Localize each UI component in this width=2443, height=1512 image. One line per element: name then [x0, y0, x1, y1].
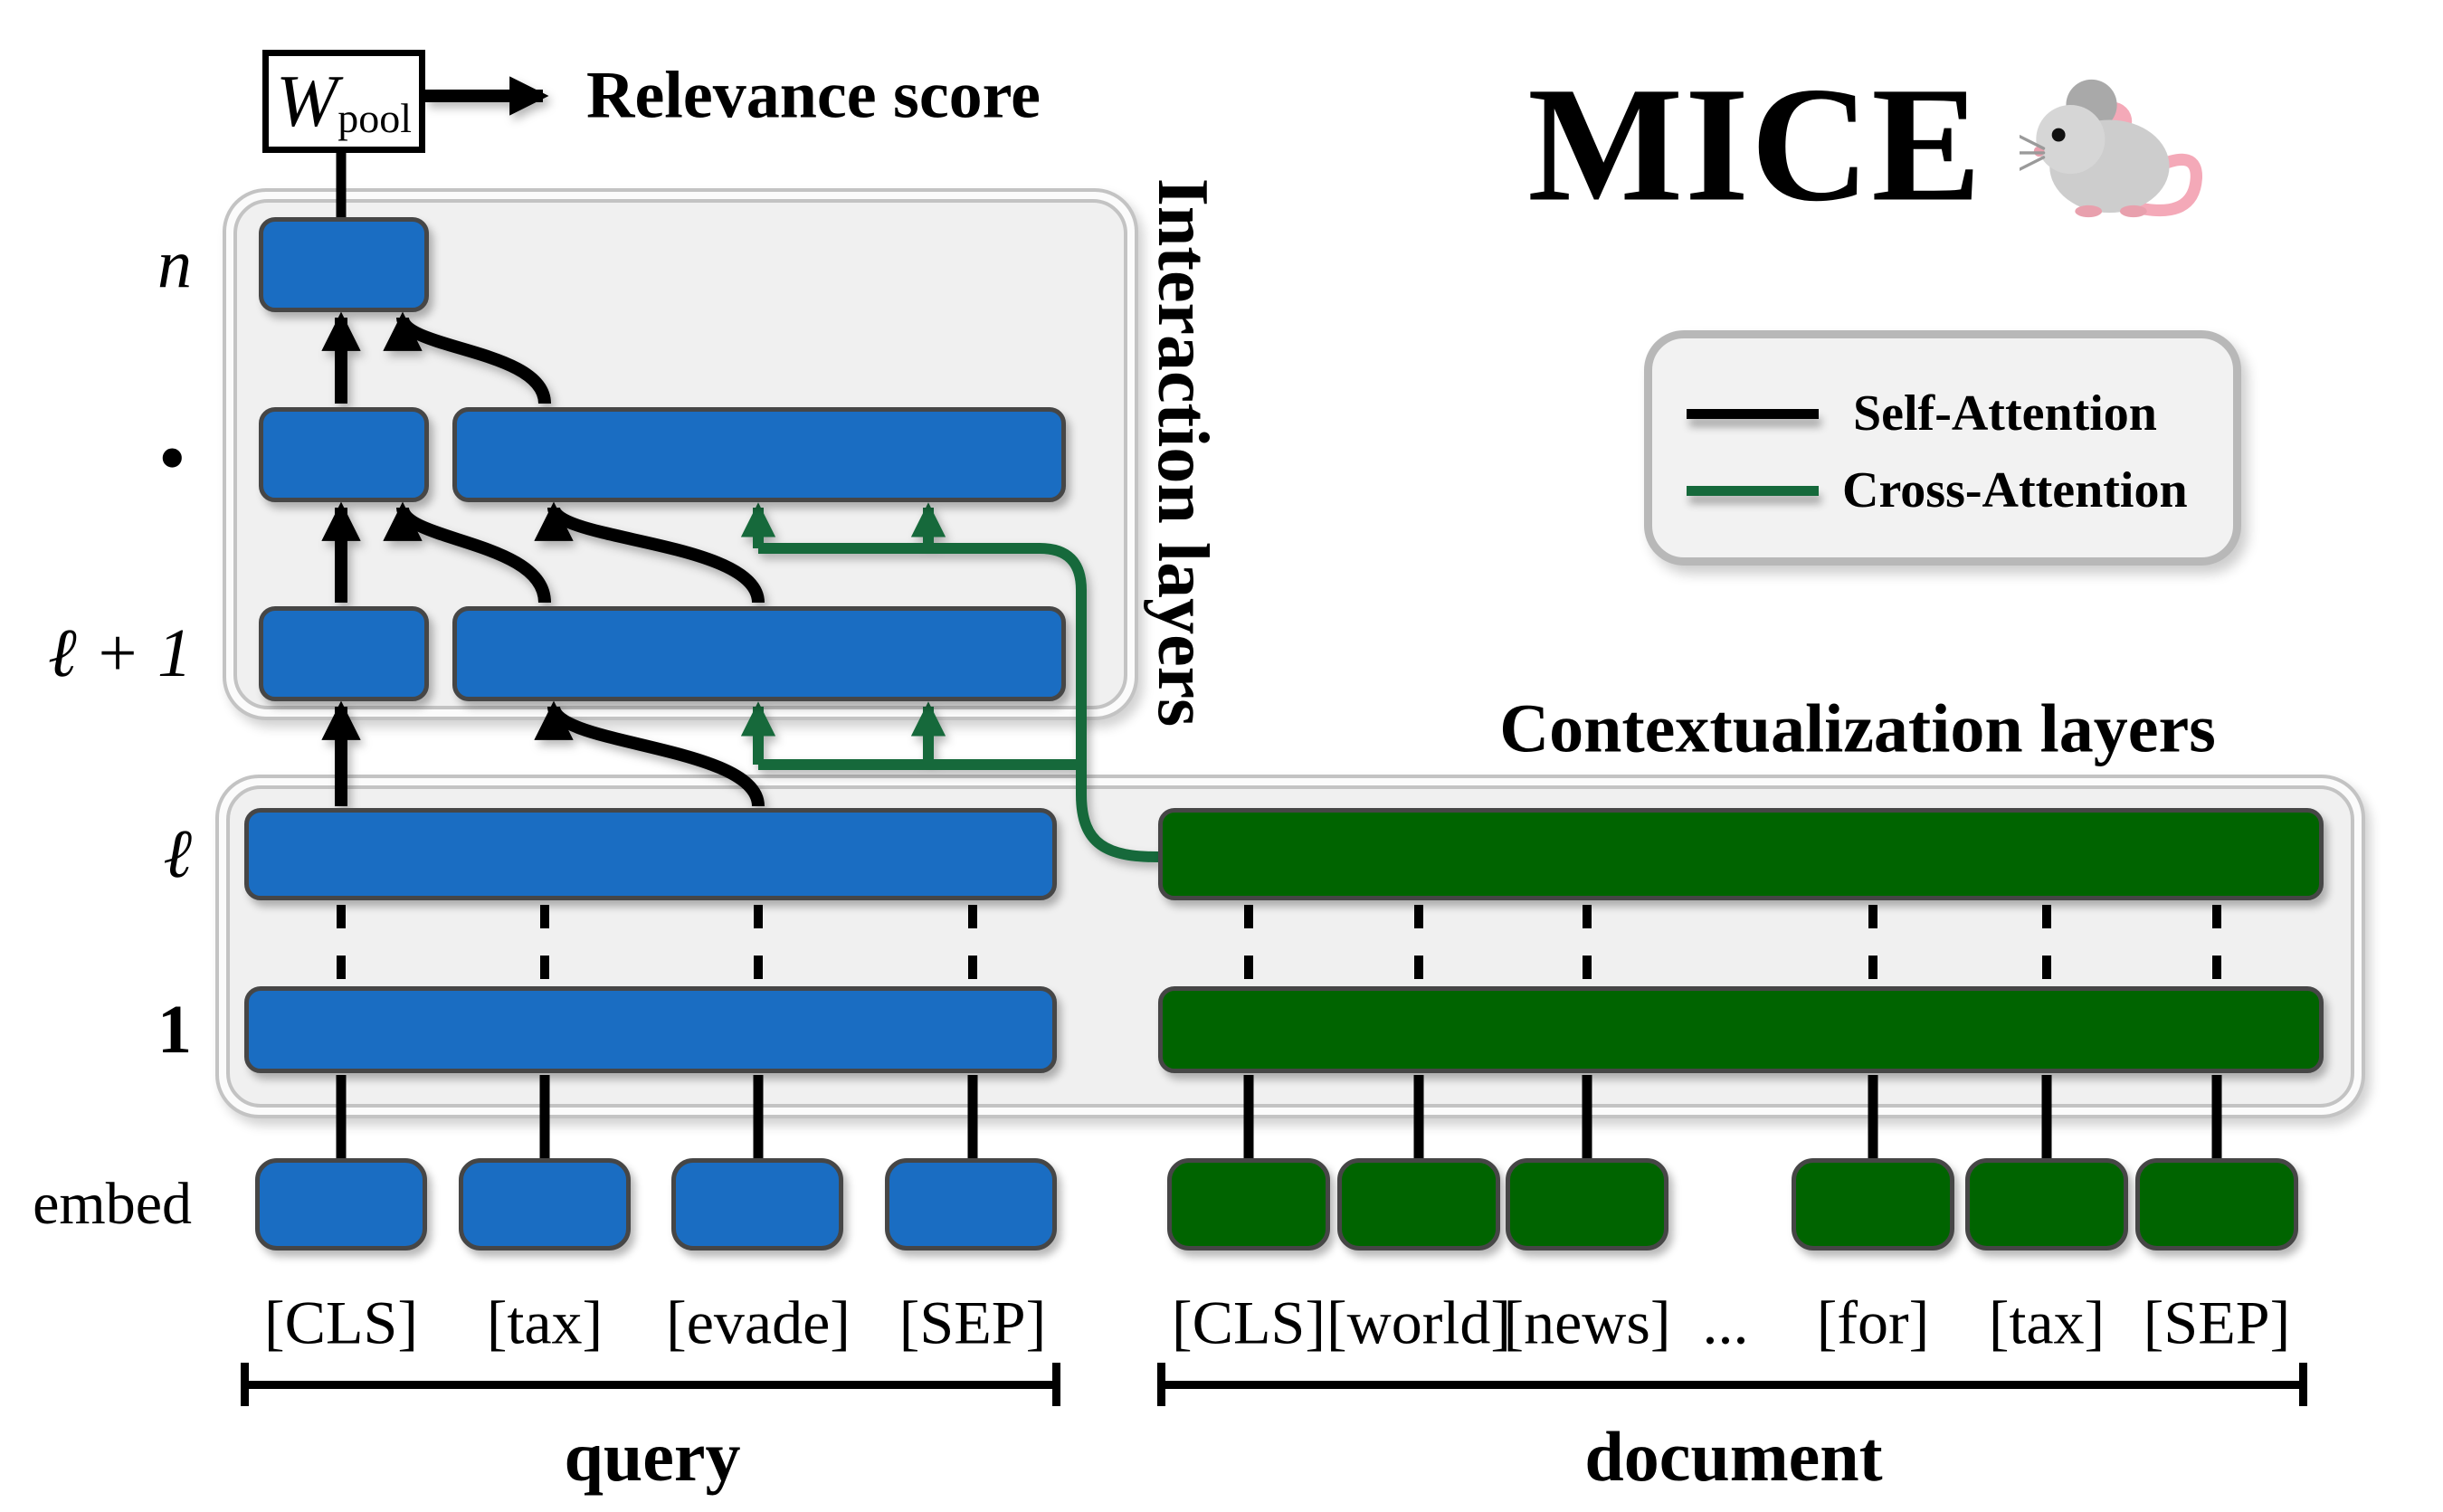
document-token-label: [news] [1503, 1288, 1671, 1357]
document-embed-token [1965, 1158, 2128, 1250]
document-token-ellipsis: ... [1702, 1288, 1749, 1357]
document-token-label: [for] [1816, 1288, 1930, 1357]
query-state-box-layer-l-plus-1 [259, 606, 429, 701]
w-pool-symbol: W [275, 60, 338, 142]
w-pool-subscript: pool [337, 95, 413, 141]
query-bracket-tick [241, 1363, 249, 1406]
query-bracket-tick [1052, 1363, 1060, 1406]
query-token-label: [CLS] [264, 1288, 418, 1357]
query-state-box-layer-1 [244, 986, 1057, 1073]
document-bracket-tick [2299, 1363, 2307, 1406]
query-embed-token [255, 1158, 427, 1250]
document-embed-token [1337, 1158, 1500, 1250]
layer-label-1: 1 [157, 992, 192, 1068]
layer-label-n: n [157, 226, 192, 302]
query-state-box-layer-n [259, 217, 429, 312]
layer-label-l: ℓ [163, 816, 192, 892]
query-state-box-layer-l [244, 808, 1057, 900]
query-wide-state-box-layer-l-plus-1 [452, 606, 1066, 701]
self-attention-arrow [534, 501, 765, 604]
document-token-label: [CLS] [1172, 1288, 1326, 1357]
document-bracket [1161, 1381, 2307, 1389]
interaction-layers-title: Interaction layers [1143, 177, 1222, 727]
document-embed-token [2135, 1158, 2298, 1250]
query-bracket [244, 1381, 1060, 1389]
mouse-emoji-icon [2015, 62, 2211, 226]
query-wide-state-box-layer-dots [452, 407, 1066, 502]
self-attention-legend-line [1687, 409, 1819, 419]
cross-attention-trunk [758, 543, 1159, 862]
self-attention-legend-label: Self-Attention [1853, 385, 2157, 442]
query-embed-token [459, 1158, 631, 1250]
figure-title: MICE [1527, 53, 1983, 236]
contextualization-layers-title: Contextualization layers [1499, 690, 2216, 767]
document-token-label: [tax] [1988, 1288, 2106, 1357]
query-embed-token [671, 1158, 843, 1250]
self-attention-arrow [534, 700, 765, 808]
cross-attention-legend-label: Cross-Attention [1842, 462, 2188, 518]
relevance-score-label: Relevance score [586, 58, 1041, 133]
self-attention-arrow [383, 311, 551, 404]
layer-label-dots: · [152, 393, 192, 523]
document-embed-token [1792, 1158, 1954, 1250]
document-token-label: [SEP] [2143, 1288, 2291, 1357]
query-token-label: [evade] [666, 1288, 851, 1357]
document-group-label: document [1584, 1417, 1883, 1496]
cross-attention-legend-line [1687, 486, 1819, 496]
query-group-label: query [564, 1417, 741, 1496]
layer-label-l-plus-1: ℓ + 1 [48, 615, 192, 691]
document-state-box-layer-1 [1158, 986, 2324, 1073]
legend-box: Self-Attention Cross-Attention [1644, 330, 2241, 566]
layer-label-embed: embed [33, 1171, 192, 1237]
document-token-label: [world] [1326, 1288, 1511, 1357]
query-token-label: [SEP] [898, 1288, 1047, 1357]
self-attention-arrow [383, 501, 551, 604]
document-bracket-tick [1157, 1363, 1165, 1406]
document-state-box-layer-l [1158, 808, 2324, 900]
query-state-box-layer-dots [259, 407, 429, 502]
query-token-label: [tax] [486, 1288, 604, 1357]
document-embed-token [1506, 1158, 1668, 1250]
document-embed-token [1167, 1158, 1330, 1250]
query-embed-token [885, 1158, 1057, 1250]
